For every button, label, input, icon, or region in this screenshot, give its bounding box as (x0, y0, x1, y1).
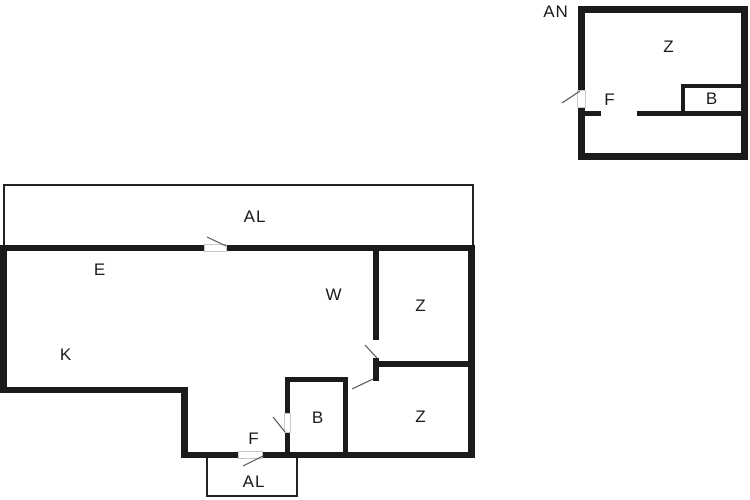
annex-wall-right (741, 6, 748, 160)
annex-interior-wall-stub (585, 111, 601, 116)
main-room-label-al-top: AL (243, 207, 267, 226)
annex-bathroom-wall-top (681, 84, 741, 88)
main-interior-wall-wz-stub (373, 358, 379, 381)
annex-room-label-z: Z (663, 37, 675, 56)
annex-interior-wall-main (637, 111, 741, 116)
main-wall-bottom-left-step (0, 387, 188, 393)
main-wall-left (0, 245, 7, 393)
main-wall-bottom-left-segment (181, 452, 238, 458)
main-room-label-z-lower: Z (415, 407, 427, 426)
main-room-label-f: F (248, 429, 260, 448)
main-wall-top-right-segment (227, 245, 474, 251)
main-room-label-al-bottom: AL (242, 472, 266, 491)
main-wall-right (468, 245, 475, 458)
main-wall-top-left-segment (0, 245, 204, 251)
main-room-label-e: E (93, 260, 107, 279)
annex-room-label-b: B (705, 89, 719, 108)
annex-wall-left-upper (578, 6, 585, 90)
main-interior-wall-z-horizontal (379, 361, 468, 367)
annex-wall-top (578, 6, 748, 13)
annex-bathroom-wall-left (681, 84, 685, 116)
main-bathroom-wall-left-lower (285, 433, 290, 452)
main-bathroom-wall-right (343, 382, 348, 452)
main-interior-wall-wz-vertical (373, 251, 379, 340)
annex-wall-left-lower (578, 108, 585, 160)
main-room-label-z-upper: Z (415, 296, 427, 315)
main-room-label-b: B (311, 408, 325, 427)
main-room-label-w: W (325, 285, 343, 304)
main-top-door-gap (204, 244, 227, 252)
main-wall-step-vertical (181, 387, 188, 458)
annex-wall-bottom (578, 153, 748, 160)
annex-room-label-f: F (604, 90, 616, 109)
main-bottom-door-gap (238, 451, 263, 459)
main-hall-door-swing-line (351, 378, 374, 390)
main-balcony-top-outline (3, 184, 474, 248)
main-bathroom-wall-left-upper (285, 377, 290, 413)
main-wz-door-swing-line (364, 344, 378, 359)
annex-title: AN (543, 2, 569, 21)
main-wall-bottom-right-segment (263, 452, 475, 458)
main-bathroom-door-gap (284, 413, 291, 433)
main-room-label-k: K (59, 345, 73, 364)
annex-entry-door-gap (577, 90, 586, 108)
main-bathroom-wall-top (285, 377, 348, 382)
